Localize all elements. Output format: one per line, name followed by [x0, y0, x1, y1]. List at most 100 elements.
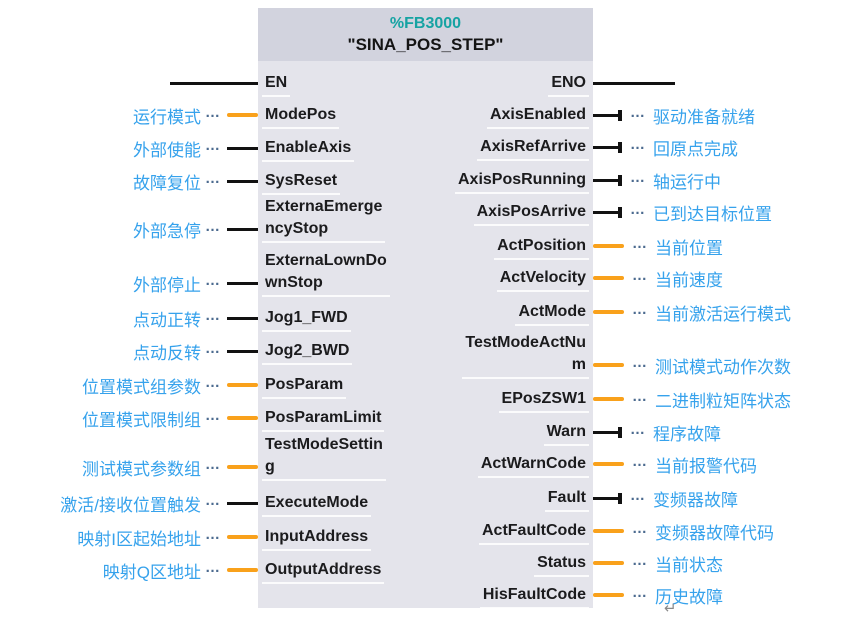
output-pin-testmodeactnum[interactable]: TestModeActNu m	[462, 332, 589, 379]
operand-label[interactable]: 轴运行中	[653, 172, 721, 192]
operand-label[interactable]: 测试模式参数组	[82, 459, 201, 479]
operand-label[interactable]: 当前激活运行模式	[655, 304, 791, 324]
operand-label[interactable]: 点动反转	[133, 343, 201, 363]
input-pin-externaemergencystop[interactable]: ExternaEmerge ncyStop	[262, 196, 386, 243]
operand-label[interactable]: 当前速度	[655, 270, 723, 290]
en-wire	[170, 82, 258, 85]
operand-label[interactable]: 映射Q区地址	[102, 562, 201, 582]
operand-label[interactable]: 驱动准备就绪	[653, 107, 755, 127]
fb-block-header[interactable]: %FB3000 "SINA_POS_STEP"	[258, 8, 593, 61]
output-pin-hisfaultcode[interactable]: HisFaultCode	[479, 584, 589, 609]
output-row-fault: … 变频器故障	[593, 487, 738, 510]
operand-label[interactable]: 位置模式限制组	[82, 410, 201, 430]
operand-label[interactable]: 测试模式动作次数	[655, 357, 791, 377]
input-pin-executemode[interactable]: ExecuteMode	[262, 492, 372, 517]
output-pin-actfaultcode[interactable]: ActFaultCode	[479, 520, 589, 545]
fb-block-title: "SINA_POS_STEP"	[347, 34, 504, 54]
input-pin-inputaddress[interactable]: InputAddress	[262, 526, 372, 551]
output-pin-eposzsw1[interactable]: EPosZSW1	[498, 388, 589, 413]
ellipsis-dots: …	[630, 135, 646, 153]
operand-label[interactable]: 外部使能	[133, 140, 201, 160]
wire-stub	[227, 349, 258, 353]
output-row-actmode: … 当前激活运行模式	[593, 301, 791, 324]
ellipsis-dots: …	[205, 406, 221, 424]
operand-label[interactable]: 程序故障	[653, 424, 721, 444]
output-pin-eno[interactable]: ENO	[548, 72, 589, 97]
output-pin-actwarncode[interactable]: ActWarnCode	[477, 453, 589, 478]
output-pin-axisrefarrive[interactable]: AxisRefArrive	[477, 136, 589, 161]
wire-stub-bool	[593, 426, 622, 438]
operand-label[interactable]: 点动正转	[133, 310, 201, 330]
operand-label[interactable]: 激活/接收位置触发	[60, 495, 201, 515]
operand-label[interactable]: 位置模式组参数	[82, 377, 201, 397]
wire-stub	[227, 535, 258, 539]
output-pin-axisenabled[interactable]: AxisEnabled	[486, 104, 589, 129]
ellipsis-dots: …	[630, 168, 646, 186]
output-pin-status[interactable]: Status	[534, 552, 589, 577]
output-pin-actposition[interactable]: ActPosition	[494, 235, 589, 260]
output-row-actwarncode: … 当前报警代码	[593, 452, 757, 476]
input-pin-jog2-bwd[interactable]: Jog2_BWD	[262, 340, 353, 365]
operand-label[interactable]: 历史故障	[655, 587, 723, 607]
input-pin-modepos[interactable]: ModePos	[262, 104, 340, 129]
output-pin-warn[interactable]: Warn	[543, 421, 589, 446]
ellipsis-dots: …	[630, 103, 646, 121]
operand-label[interactable]: 二进制粒矩阵状态	[655, 391, 791, 411]
fb-block-sina-pos-step[interactable]: %FB3000 "SINA_POS_STEP"	[258, 8, 593, 608]
output-pin-actmode[interactable]: ActMode	[515, 301, 589, 326]
wire-stub	[593, 244, 624, 248]
ellipsis-dots: …	[205, 491, 221, 509]
output-row-axisposrunning: … 轴运行中	[593, 168, 721, 192]
wire-stub	[227, 113, 258, 117]
ellipsis-dots: …	[632, 452, 648, 470]
ellipsis-dots: …	[632, 551, 648, 569]
ellipsis-dots: …	[205, 136, 221, 154]
operand-label[interactable]: 当前位置	[655, 238, 723, 258]
wire-stub	[227, 316, 258, 320]
wire-stub	[227, 383, 258, 387]
input-row-inputaddress: 映射I区起始地址 …	[77, 526, 258, 549]
input-pin-posparamlimit[interactable]: PosParamLimit	[262, 407, 385, 432]
output-row-actposition: … 当前位置	[593, 235, 723, 258]
output-pin-axisposarrive[interactable]: AxisPosArrive	[473, 201, 589, 226]
fb-instance-number: %FB3000	[389, 14, 462, 32]
input-pin-outputaddress[interactable]: OutputAddress	[262, 559, 385, 584]
output-row-hisfaultcode: … 历史故障	[593, 584, 723, 607]
output-row-axisrefarrive: … 回原点完成	[593, 135, 738, 159]
input-pin-posparam[interactable]: PosParam	[262, 374, 347, 399]
wire-stub	[227, 227, 258, 231]
input-pin-sysreset[interactable]: SysReset	[262, 170, 341, 195]
wire-stub	[227, 281, 258, 285]
operand-label[interactable]: 变频器故障代码	[655, 523, 774, 543]
input-row-jog2-bwd: 点动反转 …	[133, 340, 258, 363]
input-row-posparam: 位置模式组参数 …	[82, 374, 258, 397]
input-pin-enableaxis[interactable]: EnableAxis	[262, 137, 355, 162]
output-row-axisenabled: … 驱动准备就绪	[593, 103, 755, 127]
wire-stub-bool	[593, 174, 622, 186]
wire-stub	[593, 462, 624, 466]
ellipsis-dots: …	[205, 558, 221, 576]
output-pin-actvelocity[interactable]: ActVelocity	[496, 267, 589, 292]
wire-stub	[227, 501, 258, 505]
eno-wire	[593, 82, 675, 85]
input-pin-jog1-fwd[interactable]: Jog1_FWD	[262, 307, 351, 332]
operand-label[interactable]: 回原点完成	[653, 139, 738, 159]
input-pin-testmodesetting[interactable]: TestModeSettin g	[262, 434, 386, 481]
operand-label[interactable]: 外部停止	[133, 275, 201, 295]
operand-label[interactable]: 映射I区起始地址	[77, 529, 201, 549]
input-pin-en[interactable]: EN	[262, 72, 291, 97]
operand-label[interactable]: 运行模式	[133, 107, 201, 127]
wire-stub	[227, 416, 258, 420]
input-pin-externalowndownstop[interactable]: ExternaLownDo wnStop	[262, 250, 390, 297]
operand-label[interactable]: 当前状态	[655, 555, 723, 575]
operand-label[interactable]: 当前报警代码	[655, 456, 757, 476]
output-pin-fault[interactable]: Fault	[544, 487, 589, 512]
operand-label[interactable]: 变频器故障	[653, 490, 738, 510]
output-row-actfaultcode: … 变频器故障代码	[593, 520, 774, 543]
output-pin-axisposrunning[interactable]: AxisPosRunning	[454, 169, 589, 194]
wire-stub	[593, 276, 624, 280]
operand-label[interactable]: 已到达目标位置	[653, 204, 772, 224]
operand-label[interactable]: 故障复位	[133, 173, 201, 193]
ellipsis-dots: …	[632, 266, 648, 284]
operand-label[interactable]: 外部急停	[133, 221, 201, 241]
